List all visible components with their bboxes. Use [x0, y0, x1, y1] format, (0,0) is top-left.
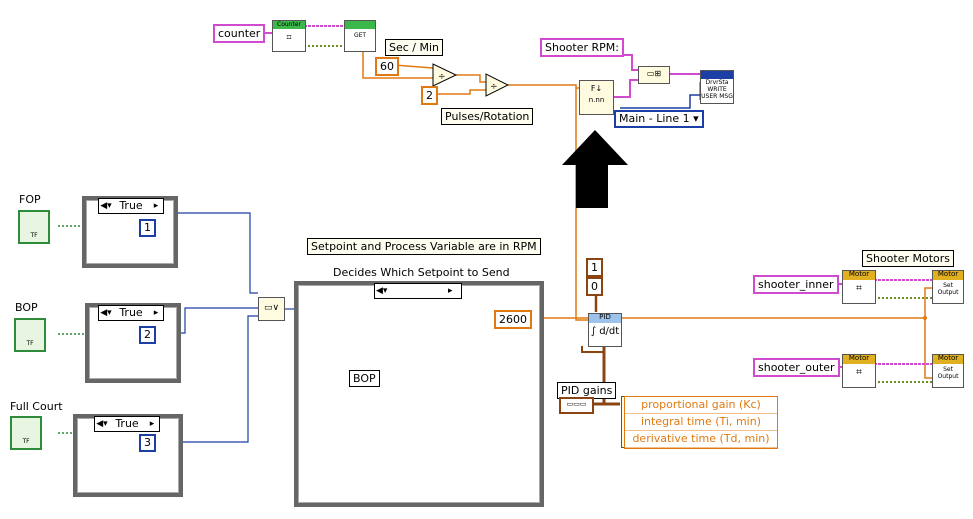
range-hi-constant[interactable]: 1	[586, 258, 603, 277]
up-arrow-icon	[562, 130, 628, 208]
wire-case3-out	[178, 315, 258, 443]
outer-motor-refnum-vi[interactable]: Motor ⌗	[842, 354, 876, 388]
case3-constant[interactable]: 3	[139, 434, 156, 452]
tf-label: TF	[26, 340, 34, 347]
svg-text:÷: ÷	[438, 72, 446, 82]
wire-sixty	[393, 64, 434, 69]
motor-header: Motor	[843, 355, 875, 364]
sixty-constant[interactable]: 60	[375, 57, 399, 76]
full-court-boolean-control[interactable]: TF	[10, 416, 42, 450]
bop-case-selector[interactable]: ◀▾True▸	[98, 305, 164, 321]
counter-refnum-vi[interactable]: Counter ⌗	[272, 20, 306, 52]
pid-gain-td: derivative time (Td, min)	[625, 431, 777, 448]
motor-header: Motor	[843, 271, 875, 280]
pid-gain-kc: proportional gain (Kc)	[625, 397, 777, 414]
counter-ref-constant[interactable]: counter	[213, 24, 266, 43]
bop-boolean-control[interactable]: TF	[14, 318, 46, 352]
motor-header: Motor	[933, 355, 963, 364]
case2-constant[interactable]: 2	[139, 326, 156, 344]
pid-gains-label: PID gains	[557, 382, 617, 399]
shooter-rpm-string[interactable]: Shooter RPM:	[540, 38, 624, 57]
bop-text: BOP	[349, 370, 380, 387]
fop-boolean-control[interactable]: TF	[18, 210, 50, 244]
divide-node-1	[432, 63, 458, 87]
inner-motor-refnum-vi[interactable]: Motor ⌗	[842, 270, 876, 304]
pid-gains-list: proportional gain (Kc) integral time (Ti…	[624, 396, 778, 449]
fop-case-true: True	[119, 199, 143, 212]
concatenate-node[interactable]: ▭⊞	[638, 66, 670, 84]
counter-refnum-header: Counter	[273, 21, 305, 29]
shooter-motors-label: Shooter Motors	[862, 250, 955, 267]
sec-min-label: Sec / Min	[385, 39, 444, 56]
wire-two	[436, 89, 486, 95]
shooter-outer-ref[interactable]: shooter_outer	[753, 358, 840, 377]
svg-text:÷: ÷	[490, 82, 498, 92]
wire-case2-out	[180, 307, 258, 334]
range-lo-constant[interactable]: 0	[586, 277, 603, 296]
wire-format-out	[612, 79, 638, 98]
set-output-label: Set Output	[937, 282, 959, 296]
tf-label: TF	[22, 438, 30, 445]
pid-vi[interactable]: PID ∫ d/dt	[588, 313, 622, 347]
wire-counter-out	[362, 50, 433, 79]
setpoint-case-selector[interactable]: ◀▾▸	[374, 283, 462, 299]
outer-set-output-vi[interactable]: Motor Set Output	[932, 354, 964, 388]
full-court-label: Full Court	[10, 400, 63, 413]
full-court-case-true: True	[115, 417, 139, 430]
divide-node-2	[485, 73, 510, 97]
counter-get-vi[interactable]: GET	[344, 20, 376, 52]
bop-label: BOP	[15, 301, 38, 314]
pulses-rotation-label: Pulses/Rotation	[441, 108, 534, 125]
inner-set-output-vi[interactable]: Motor Set Output	[932, 270, 964, 304]
write-user-msg-vi[interactable]: DrvrSta WRITE USER MSG	[700, 70, 734, 104]
set-output-label: Set Output	[937, 366, 959, 380]
two-constant[interactable]: 2	[421, 86, 438, 105]
case1-constant[interactable]: 1	[139, 219, 156, 237]
pid-header: PID	[589, 314, 621, 323]
chevron-down-icon: ▾	[693, 112, 699, 125]
setpoint-note: Setpoint and Process Variable are in RPM	[307, 238, 541, 255]
bop-case-true: True	[119, 306, 143, 319]
main-line-ring[interactable]: Main - Line 1 ▾	[614, 110, 704, 128]
pid-gains-cluster[interactable]: ▭▭▭	[559, 397, 594, 414]
wire-line-ring	[620, 94, 700, 109]
full-court-case-selector[interactable]: ◀▾True▸	[94, 416, 160, 432]
motor-header: Motor	[933, 271, 963, 280]
setpoint-2600-constant[interactable]: 2600	[494, 310, 532, 329]
counter-get-label: GET	[353, 32, 367, 39]
write-user-msg-label: DrvrSta WRITE USER MSG	[701, 79, 733, 100]
wire-div1-out	[456, 74, 486, 83]
fop-case-selector[interactable]: ◀▾True▸	[98, 198, 164, 214]
decides-label: Decides Which Setpoint to Send	[333, 266, 510, 279]
tf-label: TF	[30, 232, 38, 239]
boolean-array-to-number-node[interactable]: ▭∨	[258, 297, 285, 321]
shooter-inner-ref[interactable]: shooter_inner	[753, 275, 839, 294]
format-number-node[interactable]: F↓n.nn	[579, 80, 614, 115]
fop-label: FOP	[19, 193, 41, 206]
wire-case1-out	[175, 212, 258, 294]
main-line-value: Main - Line 1	[619, 112, 690, 125]
pid-gain-ti: integral time (Ti, min)	[625, 414, 777, 431]
